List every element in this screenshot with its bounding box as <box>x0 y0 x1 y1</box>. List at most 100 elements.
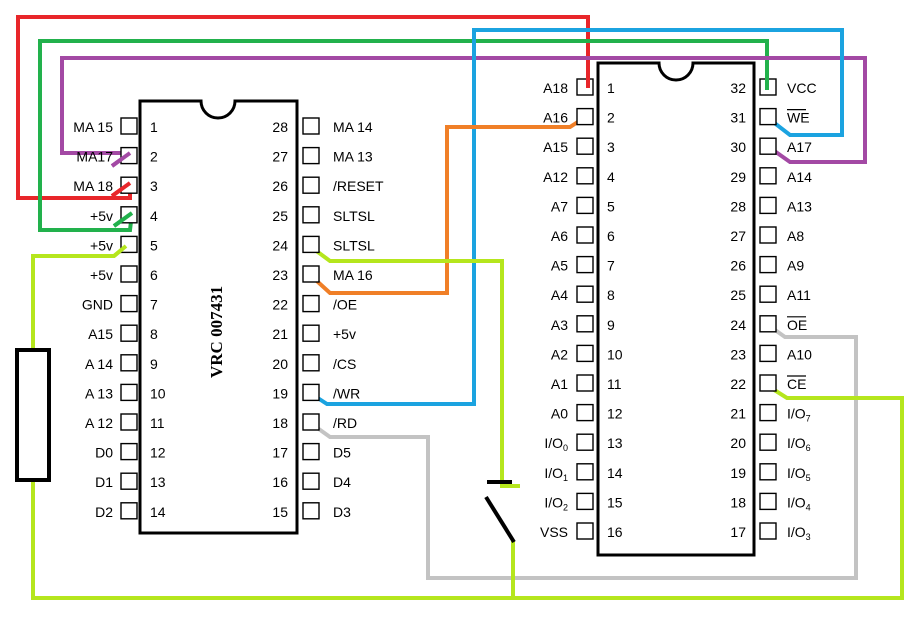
pin-number: 16 <box>272 474 288 490</box>
pin-label-text: A 12 <box>85 415 113 431</box>
pin-number: 6 <box>607 228 615 244</box>
pin-label-text: MA17 <box>76 149 113 165</box>
pin-label: A9 <box>787 258 804 274</box>
pin-label-text: I/O <box>544 435 563 451</box>
pin-label: /CS <box>333 356 356 372</box>
pin-label: I/O7 <box>787 406 811 424</box>
pin-label: +5v <box>90 208 113 224</box>
pin-box <box>576 137 594 155</box>
pin-label-text: MA 15 <box>73 119 113 135</box>
pin-label-text: D0 <box>95 445 113 461</box>
pin-label-text: GND <box>82 297 113 313</box>
pin-number: 31 <box>730 110 746 126</box>
pin-label: D2 <box>95 504 113 520</box>
pin-label: A6 <box>551 228 568 244</box>
pin-box <box>302 413 320 431</box>
pin-number: 1 <box>607 80 615 96</box>
pin-number: 12 <box>150 445 166 461</box>
wire-lime-tip <box>112 244 128 258</box>
wire-purple-tip <box>110 151 132 168</box>
pin-box <box>759 403 777 422</box>
pin-label-subscript: 2 <box>563 502 568 512</box>
pin-number: 3 <box>150 178 158 194</box>
pin-label: A12 <box>543 169 568 185</box>
pin-label-text: A18 <box>543 80 568 96</box>
pin-label: A 12 <box>85 415 113 431</box>
pin-number: 14 <box>150 504 166 520</box>
pin-number: 23 <box>272 267 288 283</box>
pin-label: MA17 <box>76 149 113 165</box>
pin-box <box>759 255 777 274</box>
pin-box <box>120 442 138 461</box>
pin-number: 15 <box>607 494 623 510</box>
pin-number: 28 <box>272 119 288 135</box>
pin-box <box>759 522 777 540</box>
pin-box <box>120 354 138 372</box>
pin-label-text: A4 <box>551 287 568 303</box>
pin-number: 29 <box>730 169 746 185</box>
pin-label: /RESET <box>333 178 384 194</box>
right-chip-body <box>596 61 756 557</box>
pin-label-text: A13 <box>787 198 812 214</box>
pin-label: GND <box>82 297 113 313</box>
pin-label-text: A12 <box>543 169 568 185</box>
pin-label: A5 <box>551 258 568 274</box>
pin-box <box>759 137 777 155</box>
pin-number: 21 <box>730 406 746 422</box>
pin-box <box>576 285 594 303</box>
pin-number: 2 <box>150 149 158 165</box>
pin-number: 22 <box>730 376 746 392</box>
pin-number: 13 <box>150 474 166 490</box>
pin-number: 19 <box>272 385 288 401</box>
pin-box <box>302 442 320 461</box>
pin-box <box>302 354 320 372</box>
pin-label-text: I/O <box>544 465 563 481</box>
pin-number: 3 <box>607 139 615 155</box>
pin-number: 1 <box>150 119 158 135</box>
pin-label-subscript: 3 <box>806 532 811 542</box>
pin-number: 12 <box>607 406 623 422</box>
pin-box <box>759 107 777 126</box>
pin-label-text: I/O <box>787 524 806 540</box>
pin-label-text: A8 <box>787 228 804 244</box>
pin-label-text: VSS <box>540 524 568 540</box>
pin-label: A17 <box>787 139 812 155</box>
pin-number: 9 <box>150 356 158 372</box>
pin-label-text: A7 <box>551 198 568 214</box>
wire-tips <box>110 70 769 258</box>
left-chip-body <box>138 99 299 535</box>
pin-label: MA 15 <box>73 119 113 135</box>
pin-label: A2 <box>551 346 568 362</box>
pin-label-text: A16 <box>543 110 568 126</box>
pin-box <box>576 107 594 126</box>
pin-box <box>759 196 777 215</box>
pin-label: MA 14 <box>333 119 373 135</box>
pin-box <box>120 294 138 313</box>
pin-box <box>120 383 138 402</box>
pin-number: 25 <box>272 208 288 224</box>
pin-number: 24 <box>272 237 288 253</box>
pin-box <box>576 315 594 333</box>
pin-label: /RD <box>333 415 357 431</box>
pin-number: 28 <box>730 198 746 214</box>
left-chip-name: VRC 007431 <box>207 286 226 378</box>
pin-label-text: A 13 <box>85 385 113 401</box>
pin-number: 10 <box>607 346 623 362</box>
pin-label: A0 <box>551 406 568 422</box>
pin-label: A4 <box>551 287 568 303</box>
pin-label: /OE <box>333 297 357 313</box>
pin-box <box>302 176 320 194</box>
wire-gray <box>307 323 858 580</box>
pin-label: MA 18 <box>73 178 113 194</box>
pin-number: 5 <box>150 237 158 253</box>
wire-blue <box>305 28 844 406</box>
pin-label-text: D3 <box>333 504 351 520</box>
pin-number: 26 <box>730 258 746 274</box>
pin-label-text: OE <box>787 317 807 333</box>
wire-red <box>16 15 590 200</box>
pin-number: 24 <box>730 317 746 333</box>
pin-number: 16 <box>607 524 623 540</box>
pin-label-text: VCC <box>787 80 817 96</box>
pin-number: 8 <box>607 287 615 303</box>
